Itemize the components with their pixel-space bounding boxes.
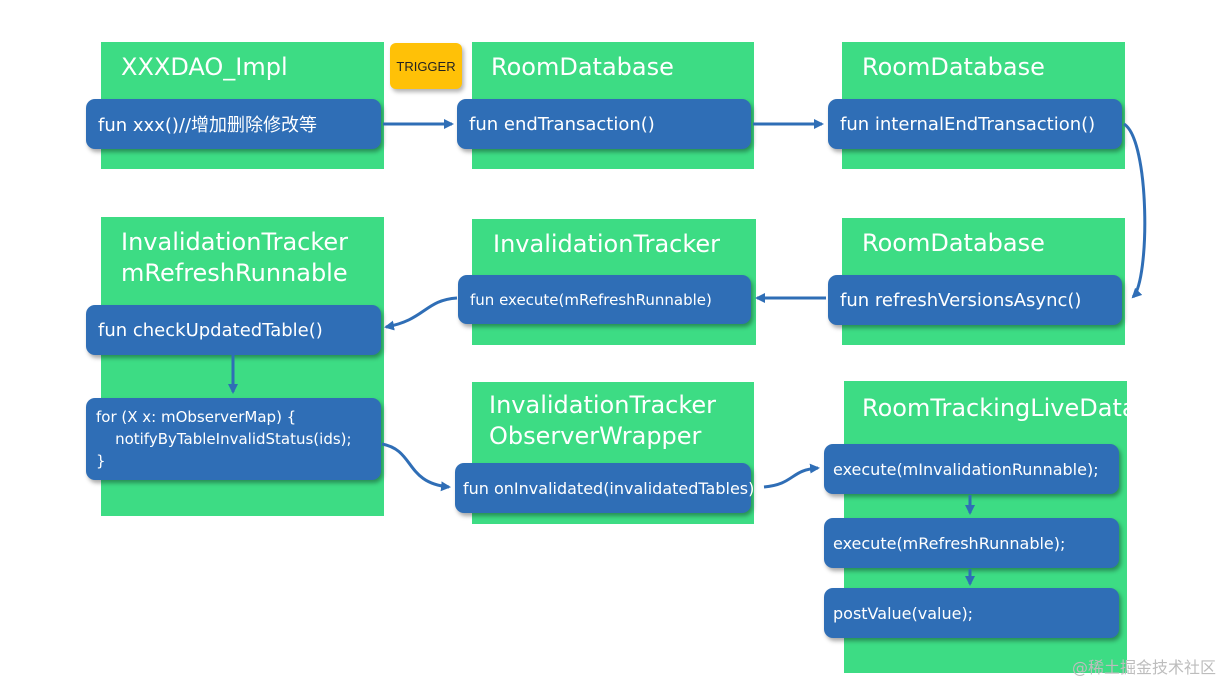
panel-title: RoomDatabase xyxy=(491,53,674,81)
method-execute-invalidation-runnable: execute(mInvalidationRunnable); xyxy=(824,444,1119,494)
method-internal-end-transaction: fun internalEndTransaction() xyxy=(828,99,1122,149)
method-on-invalidated: fun onInvalidated(invalidatedTables) xyxy=(455,463,754,513)
method-post-value: postValue(value); xyxy=(824,588,1119,638)
panel-title: XXXDAO_Impl xyxy=(121,53,288,81)
method-observer-loop: for (X x: mObserverMap) { notifyByTableI… xyxy=(86,398,381,480)
panel-title: RoomDatabase xyxy=(862,229,1045,257)
arrow-internal-to-refreshversions xyxy=(1123,122,1147,299)
arrow-oninvalidated-to-execute-invalidation xyxy=(763,463,820,489)
trigger-badge: TRIGGER xyxy=(390,43,462,89)
method-fun-xxx: fun xxx()//增加删除修改等 xyxy=(86,99,381,149)
arrow-loop-to-oninvalidated xyxy=(381,442,451,492)
panel-title: InvalidationTracker mRefreshRunnable xyxy=(121,228,349,287)
watermark: @稀土掘金技术社区 xyxy=(1071,658,1216,677)
arrow-execute-to-checkupdated xyxy=(384,296,458,331)
method-execute-refresh-runnable: fun execute(mRefreshRunnable) xyxy=(458,275,751,324)
panel-title: InvalidationTracker ObserverWrapper xyxy=(489,391,717,450)
method-refresh-versions-async: fun refreshVersionsAsync() xyxy=(828,275,1122,325)
panel-title: RoomTrackingLiveData xyxy=(862,394,1137,422)
method-execute-mrefresh-runnable: execute(mRefreshRunnable); xyxy=(824,518,1119,568)
panel-title: InvalidationTracker xyxy=(493,230,721,258)
method-check-updated-table: fun checkUpdatedTable() xyxy=(86,305,381,355)
method-end-transaction: fun endTransaction() xyxy=(457,99,751,149)
panel-title: RoomDatabase xyxy=(862,53,1045,81)
